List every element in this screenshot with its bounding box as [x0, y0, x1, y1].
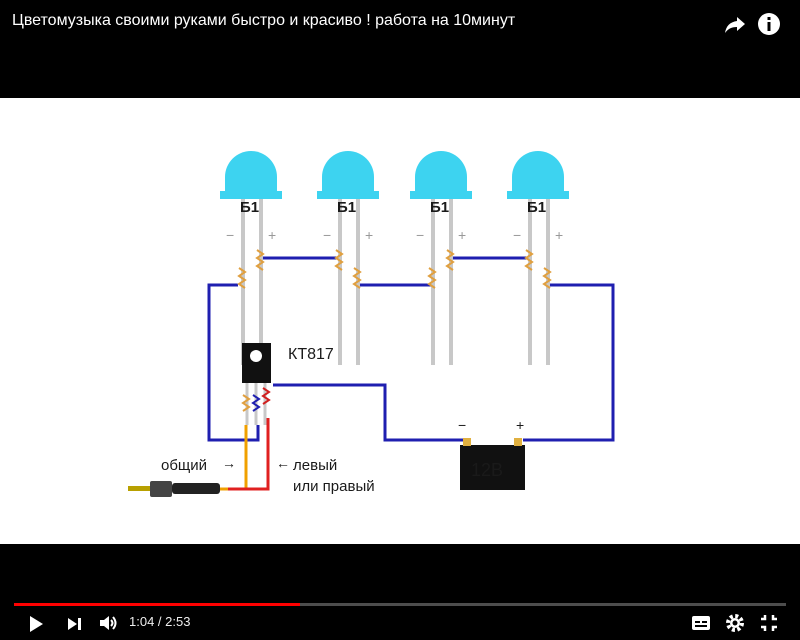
solder-twists [237, 249, 552, 289]
top-bar: Цветомузыка своими руками быстро и краси… [0, 0, 800, 48]
led-label: Б1 [240, 199, 259, 216]
battery-plus: + [516, 417, 524, 433]
settings-button[interactable] [724, 612, 746, 639]
subtitles-icon [692, 616, 710, 630]
time-display: 1:04 / 2:53 [129, 614, 190, 629]
share-icon[interactable] [721, 10, 749, 38]
next-button[interactable] [64, 614, 84, 639]
play-button[interactable] [26, 614, 46, 639]
led-1: Б1 [218, 149, 284, 367]
led-3: Б1 [408, 149, 474, 367]
common-label: общий [161, 457, 207, 474]
exit-fullscreen-button[interactable] [758, 612, 780, 639]
led-polarity-marks: − + − + − + − + [226, 227, 563, 243]
plus-sign: + [268, 227, 276, 243]
minus-sign: − [226, 227, 234, 243]
transistor-label: КТ817 [288, 346, 334, 363]
settings-icon [726, 614, 744, 632]
plus-sign: + [458, 227, 466, 243]
progress-played [14, 603, 300, 606]
progress-bar[interactable] [14, 603, 786, 606]
arrow-common: → [222, 455, 236, 471]
right-channel-label: или правый [293, 478, 375, 495]
volume-icon [100, 616, 117, 630]
minus-sign: − [323, 227, 331, 243]
time-separator: / [154, 614, 166, 629]
battery-label: 12В [471, 460, 503, 480]
minus-sign: − [513, 227, 521, 243]
arrow-signal: ← [276, 455, 290, 471]
video-frame[interactable] [0, 98, 800, 544]
led-label: Б1 [527, 199, 546, 216]
subtitles-button[interactable] [690, 612, 712, 639]
info-icon[interactable] [755, 10, 783, 38]
led-2: Б1 [315, 149, 381, 367]
battery: 12В − + [458, 417, 525, 490]
minus-sign: − [416, 227, 424, 243]
signal-wire [228, 418, 270, 491]
wires [207, 256, 615, 442]
plus-sign: + [365, 227, 373, 243]
duration: 2:53 [165, 614, 191, 629]
led-label: Б1 [337, 199, 356, 216]
transistor: КТ817 [241, 343, 334, 425]
next-icon [68, 618, 81, 630]
circuit-diagram: Б1 Б1 Б1 Б1 − + − + − + − + [128, 149, 615, 497]
battery-minus: − [458, 417, 466, 433]
audio-jack [128, 481, 220, 497]
play-icon [30, 616, 43, 632]
left-channel-label: левый [293, 457, 337, 474]
video-title[interactable]: Цветомузыка своими руками быстро и краси… [12, 12, 516, 29]
volume-button[interactable] [97, 612, 119, 639]
plus-sign: + [555, 227, 563, 243]
led-label: Б1 [430, 199, 449, 216]
current-time: 1:04 [129, 614, 155, 629]
exit-fullscreen-icon [761, 615, 777, 631]
led-4: Б1 [505, 149, 571, 367]
